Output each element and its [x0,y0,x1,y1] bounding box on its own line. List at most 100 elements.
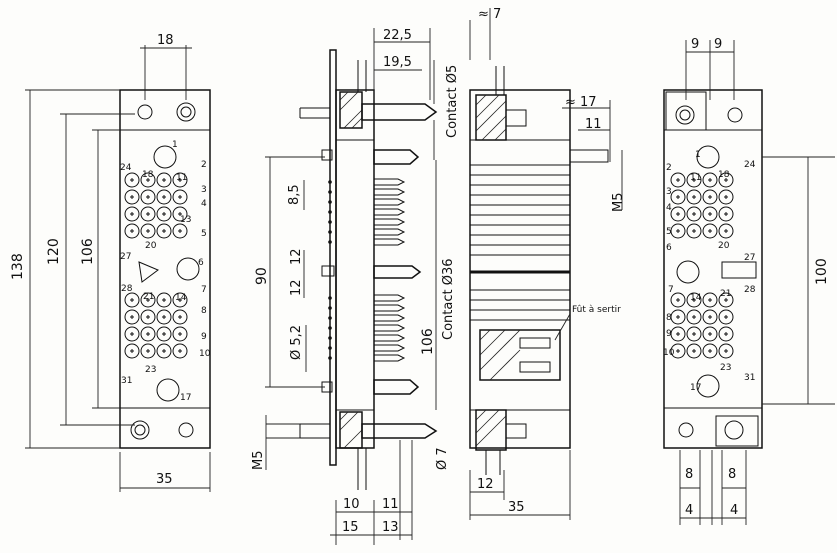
pin-label: 8 [666,313,672,323]
contact-pin-hole [124,309,140,325]
signal-contact [373,304,406,312]
contact-pin-hole [156,343,172,359]
front-large-contact [156,378,180,402]
contact-pin-hole [718,172,734,188]
rear-outline [663,89,763,449]
right-bottom-stud [505,423,527,439]
right-top-stud [505,109,527,127]
dim-8-5: 8,5 [287,184,302,205]
dim-m5-left: M5 [251,451,266,471]
pin-label: 20 [718,241,730,251]
pin-label: 17 [180,393,191,403]
dim-5-2: Ø 5,2 [289,325,304,360]
dim-8a: 8 [685,467,693,482]
contact-pin-hole [670,343,686,359]
dim-19-5: 19,5 [383,55,412,70]
right-m5-stud [569,149,609,163]
signal-contact [373,208,406,216]
contact-pin-hole [172,172,188,188]
contact-pin-hole [718,309,734,325]
rear-mount-hole [727,107,743,123]
contact-pin-hole [670,309,686,325]
contact-pin-hole [172,309,188,325]
contact-pin-hole [140,292,156,308]
contact-pin-hole [670,189,686,205]
signal-contact [373,354,406,362]
rear-mount-hole [675,105,695,125]
dim-front-18: 18 [157,33,174,48]
dim-90: 90 [254,267,270,285]
contact-pin-hole [718,292,734,308]
contact-pin-hole [124,172,140,188]
signal-contact [373,294,406,302]
contact-pin-hole [670,172,686,188]
pin-label: 24 [120,163,132,173]
front-view: 1 2 3 4 5 6 7 8 9 10 11 13 14 17 18 20 2… [10,33,211,492]
dim-7-dia: Ø 7 [435,447,450,470]
front-mount-hole [137,104,153,120]
contact-pin-hole [124,343,140,359]
dim-11-right: 11 [585,117,602,132]
crimp-barrel [519,361,551,373]
pin-label: 1 [172,140,178,150]
contact-pin-hole [718,189,734,205]
contact-pin-hole [140,326,156,342]
rear-large-contact [696,374,720,398]
contact-pin-hole [718,326,734,342]
dim-35-right: 35 [508,500,525,515]
label-fut-a-sertir: Fût à sertir [572,305,621,315]
right-body-outline [469,89,571,449]
contact-pin-hole [686,292,702,308]
front-large-contact [153,145,177,169]
pin-label: 24 [744,160,756,170]
contact-pin-hole [702,172,718,188]
dim-22-5: 22,5 [383,28,412,43]
pin-label: 18 [142,170,154,180]
pin-label: 13 [180,215,191,225]
bottom-screw-block [339,411,363,449]
flange-plate [329,49,337,466]
top-contact-pin [361,103,438,121]
pin-label: 14 [175,293,187,303]
dim-approx-7: ≈ 7 [478,7,501,22]
contact-pin-hole [718,343,734,359]
dim-approx-17: ≈ 17 [565,95,597,110]
pin-label: 17 [690,383,701,393]
contact-pin-hole [172,326,188,342]
contact-pin-hole [156,326,172,342]
contact-pin-hole [702,206,718,222]
signal-contact [373,188,406,196]
polarizing-triangle [138,261,159,283]
contact-pin-hole [702,223,718,239]
pin-label: 9 [201,332,207,342]
pin-label: 10 [663,348,675,358]
dim-m5-right: M5 [611,193,626,213]
right-contact-lines [470,164,570,321]
large-contact [373,265,422,279]
contact-pin-hole [686,326,702,342]
contact-pin-hole [702,309,718,325]
contact-pin-hole [702,292,718,308]
contact-pin-hole [718,223,734,239]
contact-pin-hole [140,343,156,359]
large-contact [373,379,420,395]
pin-label: 2 [201,160,207,170]
dim-front-106: 106 [80,238,96,265]
contact-pin-hole [172,223,188,239]
signal-contact [373,324,406,332]
large-contact [373,149,420,165]
dim-15: 15 [342,520,359,535]
contact-pin-hole [670,206,686,222]
signal-contact [373,218,406,226]
pin-label: 5 [666,227,672,237]
pin-label: 11 [690,173,701,183]
pin-label: 31 [121,376,132,386]
front-mount-hole [130,420,150,440]
contact-pin-hole [156,309,172,325]
contact-pin-hole [686,309,702,325]
contact-pin-hole [172,343,188,359]
pin-label: 7 [668,285,674,295]
pin-label: 18 [718,170,730,180]
dim-9b: 9 [714,37,722,52]
rear-pin-grid [670,172,734,359]
